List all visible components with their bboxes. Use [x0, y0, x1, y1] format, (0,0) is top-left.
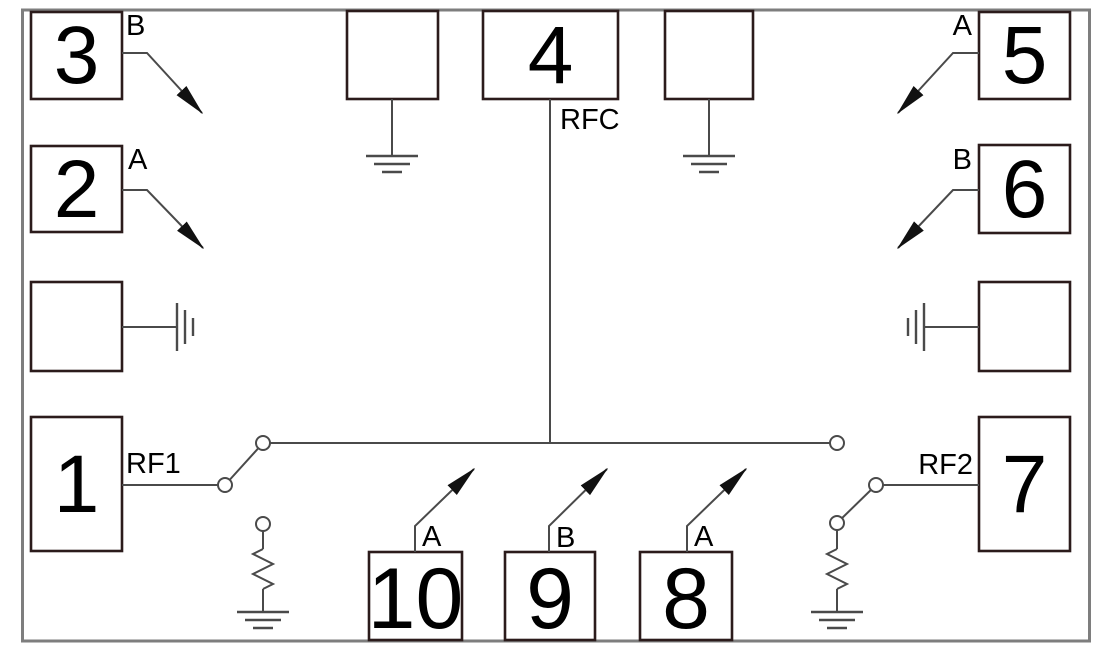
- pad-6-box: [977, 143, 1072, 235]
- switch-left-arm: [224, 442, 264, 486]
- ground-pad-top-right: [663, 9, 755, 174]
- ground-pad-top-right-box: [663, 9, 755, 101]
- pad-8: 8 A: [638, 467, 748, 647]
- ground-pad-top-left: [345, 9, 440, 174]
- pad-4: 4 RFC: [481, 9, 620, 443]
- resistor-icon: [824, 548, 850, 590]
- pad-10-box: [367, 550, 464, 642]
- resistor-icon: [250, 548, 276, 590]
- control-arrow-icon: [896, 52, 979, 115]
- pad-3-control-label: B: [126, 10, 145, 42]
- switch-contact: [829, 515, 845, 531]
- ground-icon: [811, 610, 863, 630]
- control-arrow-icon: [896, 189, 979, 250]
- pad-5-control-label: A: [953, 10, 973, 42]
- pad-9: 9 B: [503, 467, 609, 647]
- switch-right-arm: [836, 484, 877, 524]
- rfc-port-label: RFC: [560, 104, 620, 136]
- pad-9-number: 9: [526, 551, 574, 647]
- ground-pad-right: [906, 280, 1072, 373]
- ground-icon: [237, 610, 289, 630]
- pad-2: 2 A: [29, 144, 205, 250]
- pad-10-number: 10: [368, 551, 464, 647]
- ground-pad-left-box: [29, 280, 124, 373]
- pad-7-number: 7: [1002, 439, 1048, 530]
- switch-left: [217, 435, 289, 630]
- pad-4-box: [481, 9, 620, 101]
- pad-6: 6 B: [896, 143, 1072, 250]
- switch-contact: [217, 477, 233, 493]
- switch-right: [811, 435, 884, 630]
- pad-9-control-label: B: [556, 522, 575, 554]
- pad-1-number: 1: [54, 439, 100, 530]
- rf1-port-label: RF1: [126, 448, 181, 480]
- pad-3: 3 B: [29, 10, 204, 115]
- pad-3-number: 3: [54, 10, 100, 101]
- pad-5: 5 A: [896, 10, 1072, 115]
- pad-6-control-label: B: [953, 144, 972, 176]
- ground-icon: [175, 303, 195, 351]
- pad-7: 7 RF2: [876, 415, 1072, 553]
- ground-icon: [366, 154, 418, 174]
- pad-1: 1 RF1: [29, 415, 225, 553]
- pad-4-number: 4: [528, 10, 574, 101]
- pad-2-control-label: A: [128, 144, 148, 176]
- pad-3-box: [29, 10, 124, 101]
- switch-contact: [829, 435, 845, 451]
- switch-contact: [868, 477, 884, 493]
- pad-9-box: [503, 550, 597, 642]
- pad-5-box: [977, 10, 1072, 101]
- pad-7-box: [977, 415, 1072, 553]
- pad-10-control-label: A: [422, 521, 442, 553]
- ground-pad-top-left-box: [345, 9, 440, 101]
- rf2-port-label: RF2: [918, 449, 973, 481]
- switch-contact: [255, 516, 271, 532]
- switch-contact: [255, 435, 271, 451]
- pad-6-number: 6: [1002, 144, 1048, 235]
- ground-pad-left: [29, 280, 195, 373]
- pad-5-number: 5: [1002, 10, 1048, 101]
- ground-icon: [683, 154, 735, 174]
- pad-10: 10 A: [367, 467, 476, 647]
- pad-2-box: [29, 144, 124, 234]
- pad-2-number: 2: [54, 144, 100, 235]
- pad-8-control-label: A: [694, 521, 714, 553]
- control-arrow-icon: [414, 467, 476, 552]
- control-arrow-icon: [686, 467, 748, 552]
- pad-8-box: [638, 550, 734, 642]
- control-arrow-icon: [122, 189, 205, 250]
- ground-pad-right-box: [977, 280, 1072, 373]
- pad-8-number: 8: [662, 551, 710, 647]
- ground-icon: [906, 303, 926, 351]
- control-arrow-icon: [548, 467, 609, 552]
- control-arrow-icon: [122, 52, 204, 115]
